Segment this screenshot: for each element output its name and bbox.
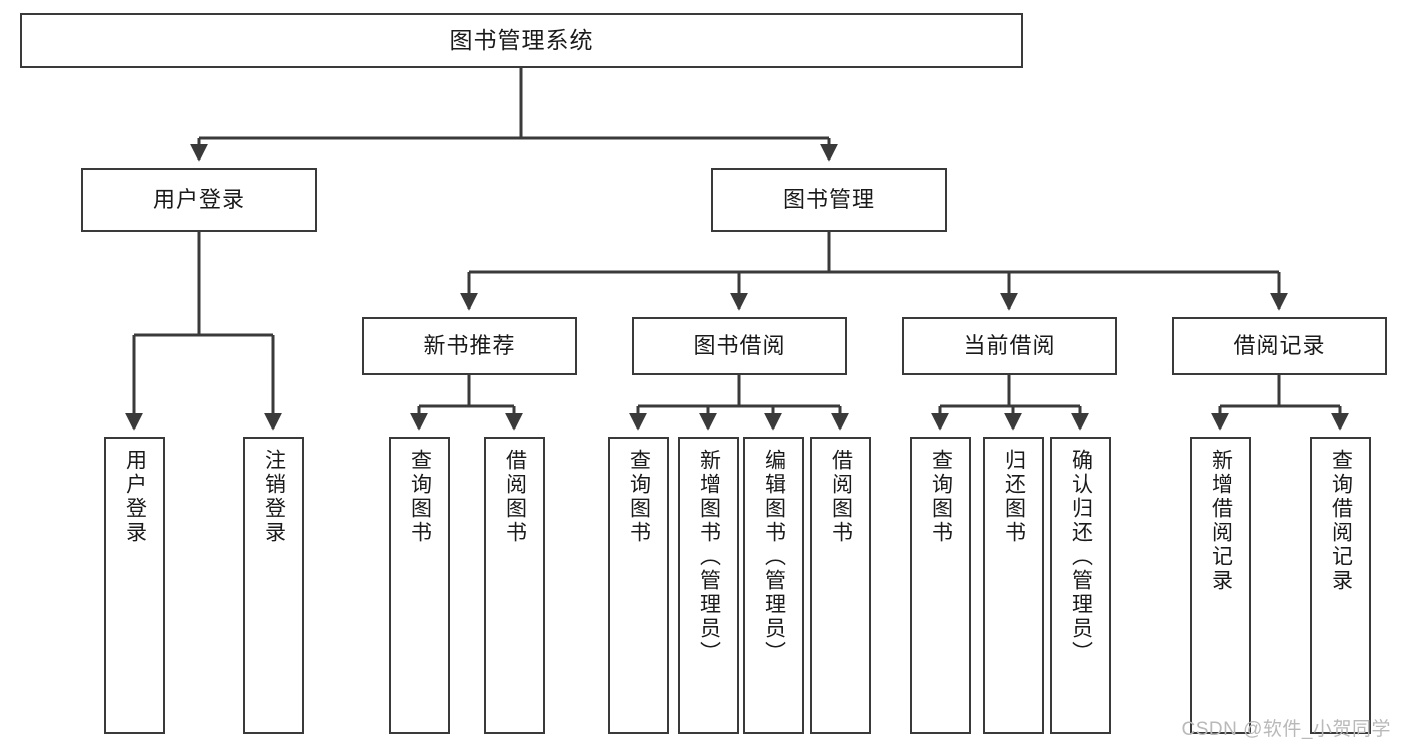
node-level3-2[interactable]: 当前借阅 [902, 317, 1117, 375]
node-leaf-1-label: 注销登录 [262, 449, 286, 545]
node-leaf-6[interactable]: 编辑图书（管理员） [743, 437, 804, 734]
node-level3-0-label: 新书推荐 [423, 332, 516, 358]
node-level3-0[interactable]: 新书推荐 [362, 317, 577, 375]
node-leaf-10[interactable]: 确认归还（管理员） [1050, 437, 1111, 734]
node-level3-1-label: 图书借阅 [693, 332, 786, 358]
node-level2-0[interactable]: 用户登录 [81, 168, 317, 232]
node-level2-1[interactable]: 图书管理 [711, 168, 947, 232]
node-leaf-2-label: 查询图书 [408, 449, 432, 545]
node-leaf-3[interactable]: 借阅图书 [484, 437, 545, 734]
node-level3-3-label: 借阅记录 [1233, 332, 1326, 358]
node-leaf-5[interactable]: 新增图书（管理员） [678, 437, 739, 734]
node-leaf-9[interactable]: 归还图书 [983, 437, 1044, 734]
node-leaf-8[interactable]: 查询图书 [910, 437, 971, 734]
csdn-watermark: CSDN @软件_小贺同学 [1181, 719, 1391, 740]
node-leaf-2[interactable]: 查询图书 [389, 437, 450, 734]
node-leaf-12[interactable]: 查询借阅记录 [1310, 437, 1371, 734]
node-root-label: 图书管理系统 [449, 26, 594, 53]
node-leaf-7[interactable]: 借阅图书 [810, 437, 871, 734]
node-leaf-11-label: 新增借阅记录 [1209, 449, 1233, 593]
node-leaf-5-label: 新增图书（管理员） [697, 449, 721, 665]
node-leaf-8-label: 查询图书 [929, 449, 953, 545]
node-leaf-6-label: 编辑图书（管理员） [762, 449, 786, 665]
node-level2-0-label: 用户登录 [152, 186, 245, 212]
node-leaf-4[interactable]: 查询图书 [608, 437, 669, 734]
node-level3-1[interactable]: 图书借阅 [632, 317, 847, 375]
node-leaf-0[interactable]: 用户登录 [104, 437, 165, 734]
node-level3-2-label: 当前借阅 [963, 332, 1056, 358]
node-level3-3[interactable]: 借阅记录 [1172, 317, 1387, 375]
node-leaf-7-label: 借阅图书 [829, 449, 853, 545]
node-leaf-4-label: 查询图书 [627, 449, 651, 545]
node-leaf-10-label: 确认归还（管理员） [1069, 449, 1093, 665]
node-root[interactable]: 图书管理系统 [20, 13, 1023, 68]
node-leaf-1[interactable]: 注销登录 [243, 437, 304, 734]
node-leaf-9-label: 归还图书 [1002, 449, 1026, 545]
node-leaf-12-label: 查询借阅记录 [1329, 449, 1353, 593]
node-leaf-3-label: 借阅图书 [503, 449, 527, 545]
node-level2-1-label: 图书管理 [782, 186, 875, 212]
node-leaf-11[interactable]: 新增借阅记录 [1190, 437, 1251, 734]
node-leaf-0-label: 用户登录 [123, 449, 147, 545]
